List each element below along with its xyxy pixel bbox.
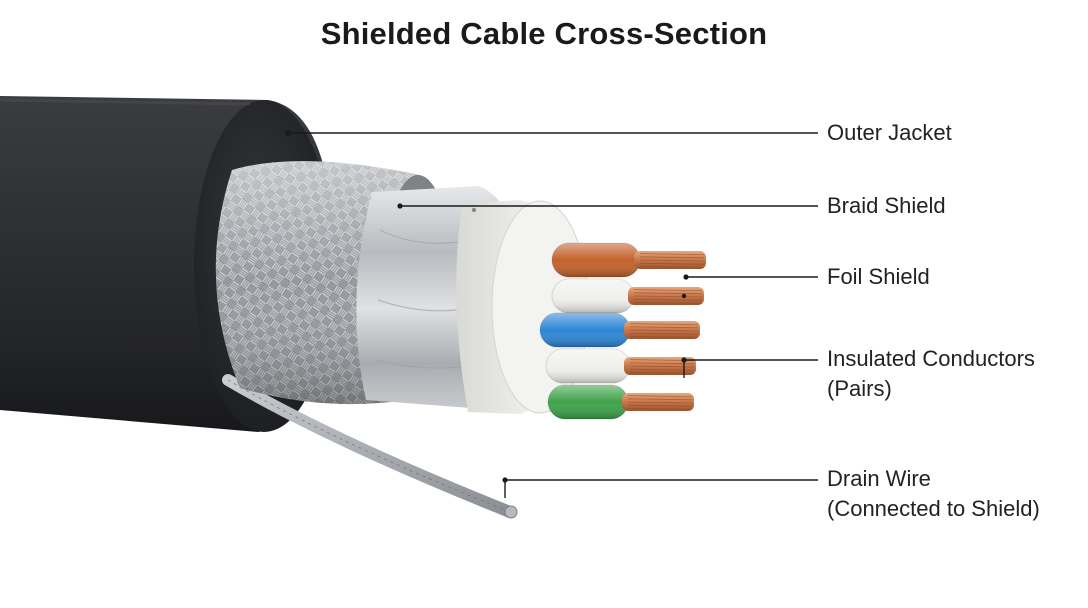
dot-foil-edge xyxy=(471,207,477,213)
label-drain-wire-line1: Drain Wire xyxy=(827,466,931,491)
label-drain-wire-line2: (Connected to Shield) xyxy=(827,496,1040,521)
dot-outer-jacket xyxy=(285,130,291,136)
label-insulated-conductors: Insulated Conductors (Pairs) xyxy=(827,344,1035,404)
dot-conductor-2 xyxy=(681,293,687,299)
dot-drain-wire xyxy=(502,477,508,483)
dot-foil-shield xyxy=(683,274,689,280)
label-insulated-conductors-line2: (Pairs) xyxy=(827,376,892,401)
drain-wire-shape xyxy=(222,374,518,519)
label-foil-shield: Foil Shield xyxy=(827,262,930,292)
conductor-4 xyxy=(545,348,696,384)
label-foil-shield-text: Foil Shield xyxy=(827,264,930,289)
dot-braid-shield xyxy=(397,203,403,209)
conductor-3 xyxy=(539,312,700,348)
page-title: Shielded Cable Cross-Section xyxy=(320,16,768,51)
conductor-5 xyxy=(547,384,694,420)
label-insulated-conductors-line1: Insulated Conductors xyxy=(827,346,1035,371)
leader-dots xyxy=(285,130,689,483)
label-drain-wire: Drain Wire (Connected to Shield) xyxy=(827,464,1040,524)
label-braid-shield-text: Braid Shield xyxy=(827,193,946,218)
conductor-2 xyxy=(551,278,704,314)
insulated-conductors-group xyxy=(539,242,706,420)
dot-insulated-conductors xyxy=(681,357,687,363)
label-outer-jacket: Outer Jacket xyxy=(827,118,952,148)
label-braid-shield: Braid Shield xyxy=(827,191,946,221)
conductor-1 xyxy=(551,242,706,278)
leader-lines xyxy=(288,132,818,498)
label-outer-jacket-text: Outer Jacket xyxy=(827,120,952,145)
